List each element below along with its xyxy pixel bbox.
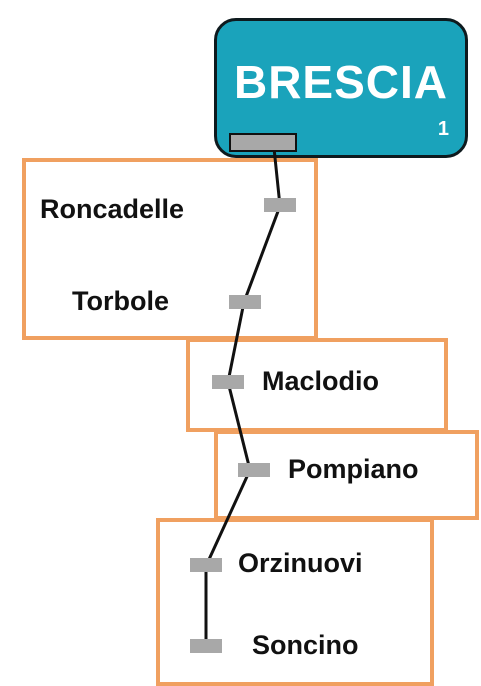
station-marker-soncino bbox=[190, 639, 222, 653]
stop-label-pompiano: Pompiano bbox=[288, 454, 419, 484]
station-marker-orzinuovi bbox=[190, 558, 222, 572]
terminal-station-name: BRESCIA bbox=[233, 56, 449, 108]
zone-box-4 bbox=[156, 518, 434, 686]
station-marker-maclodio bbox=[212, 375, 244, 389]
zone-box-1 bbox=[22, 158, 318, 340]
terminal-station-marker bbox=[229, 133, 297, 152]
station-marker-pompiano bbox=[238, 463, 270, 477]
stop-label-soncino: Soncino bbox=[252, 630, 359, 660]
station-marker-roncadelle bbox=[264, 198, 296, 212]
terminal-station-number: 1 bbox=[437, 118, 449, 140]
station-marker-torbole bbox=[229, 295, 261, 309]
stop-label-roncadelle: Roncadelle bbox=[40, 194, 185, 224]
stop-label-torbole: Torbole bbox=[72, 286, 169, 316]
stop-label-maclodio: Maclodio bbox=[262, 366, 380, 396]
stop-label-orzinuovi: Orzinuovi bbox=[238, 548, 363, 578]
